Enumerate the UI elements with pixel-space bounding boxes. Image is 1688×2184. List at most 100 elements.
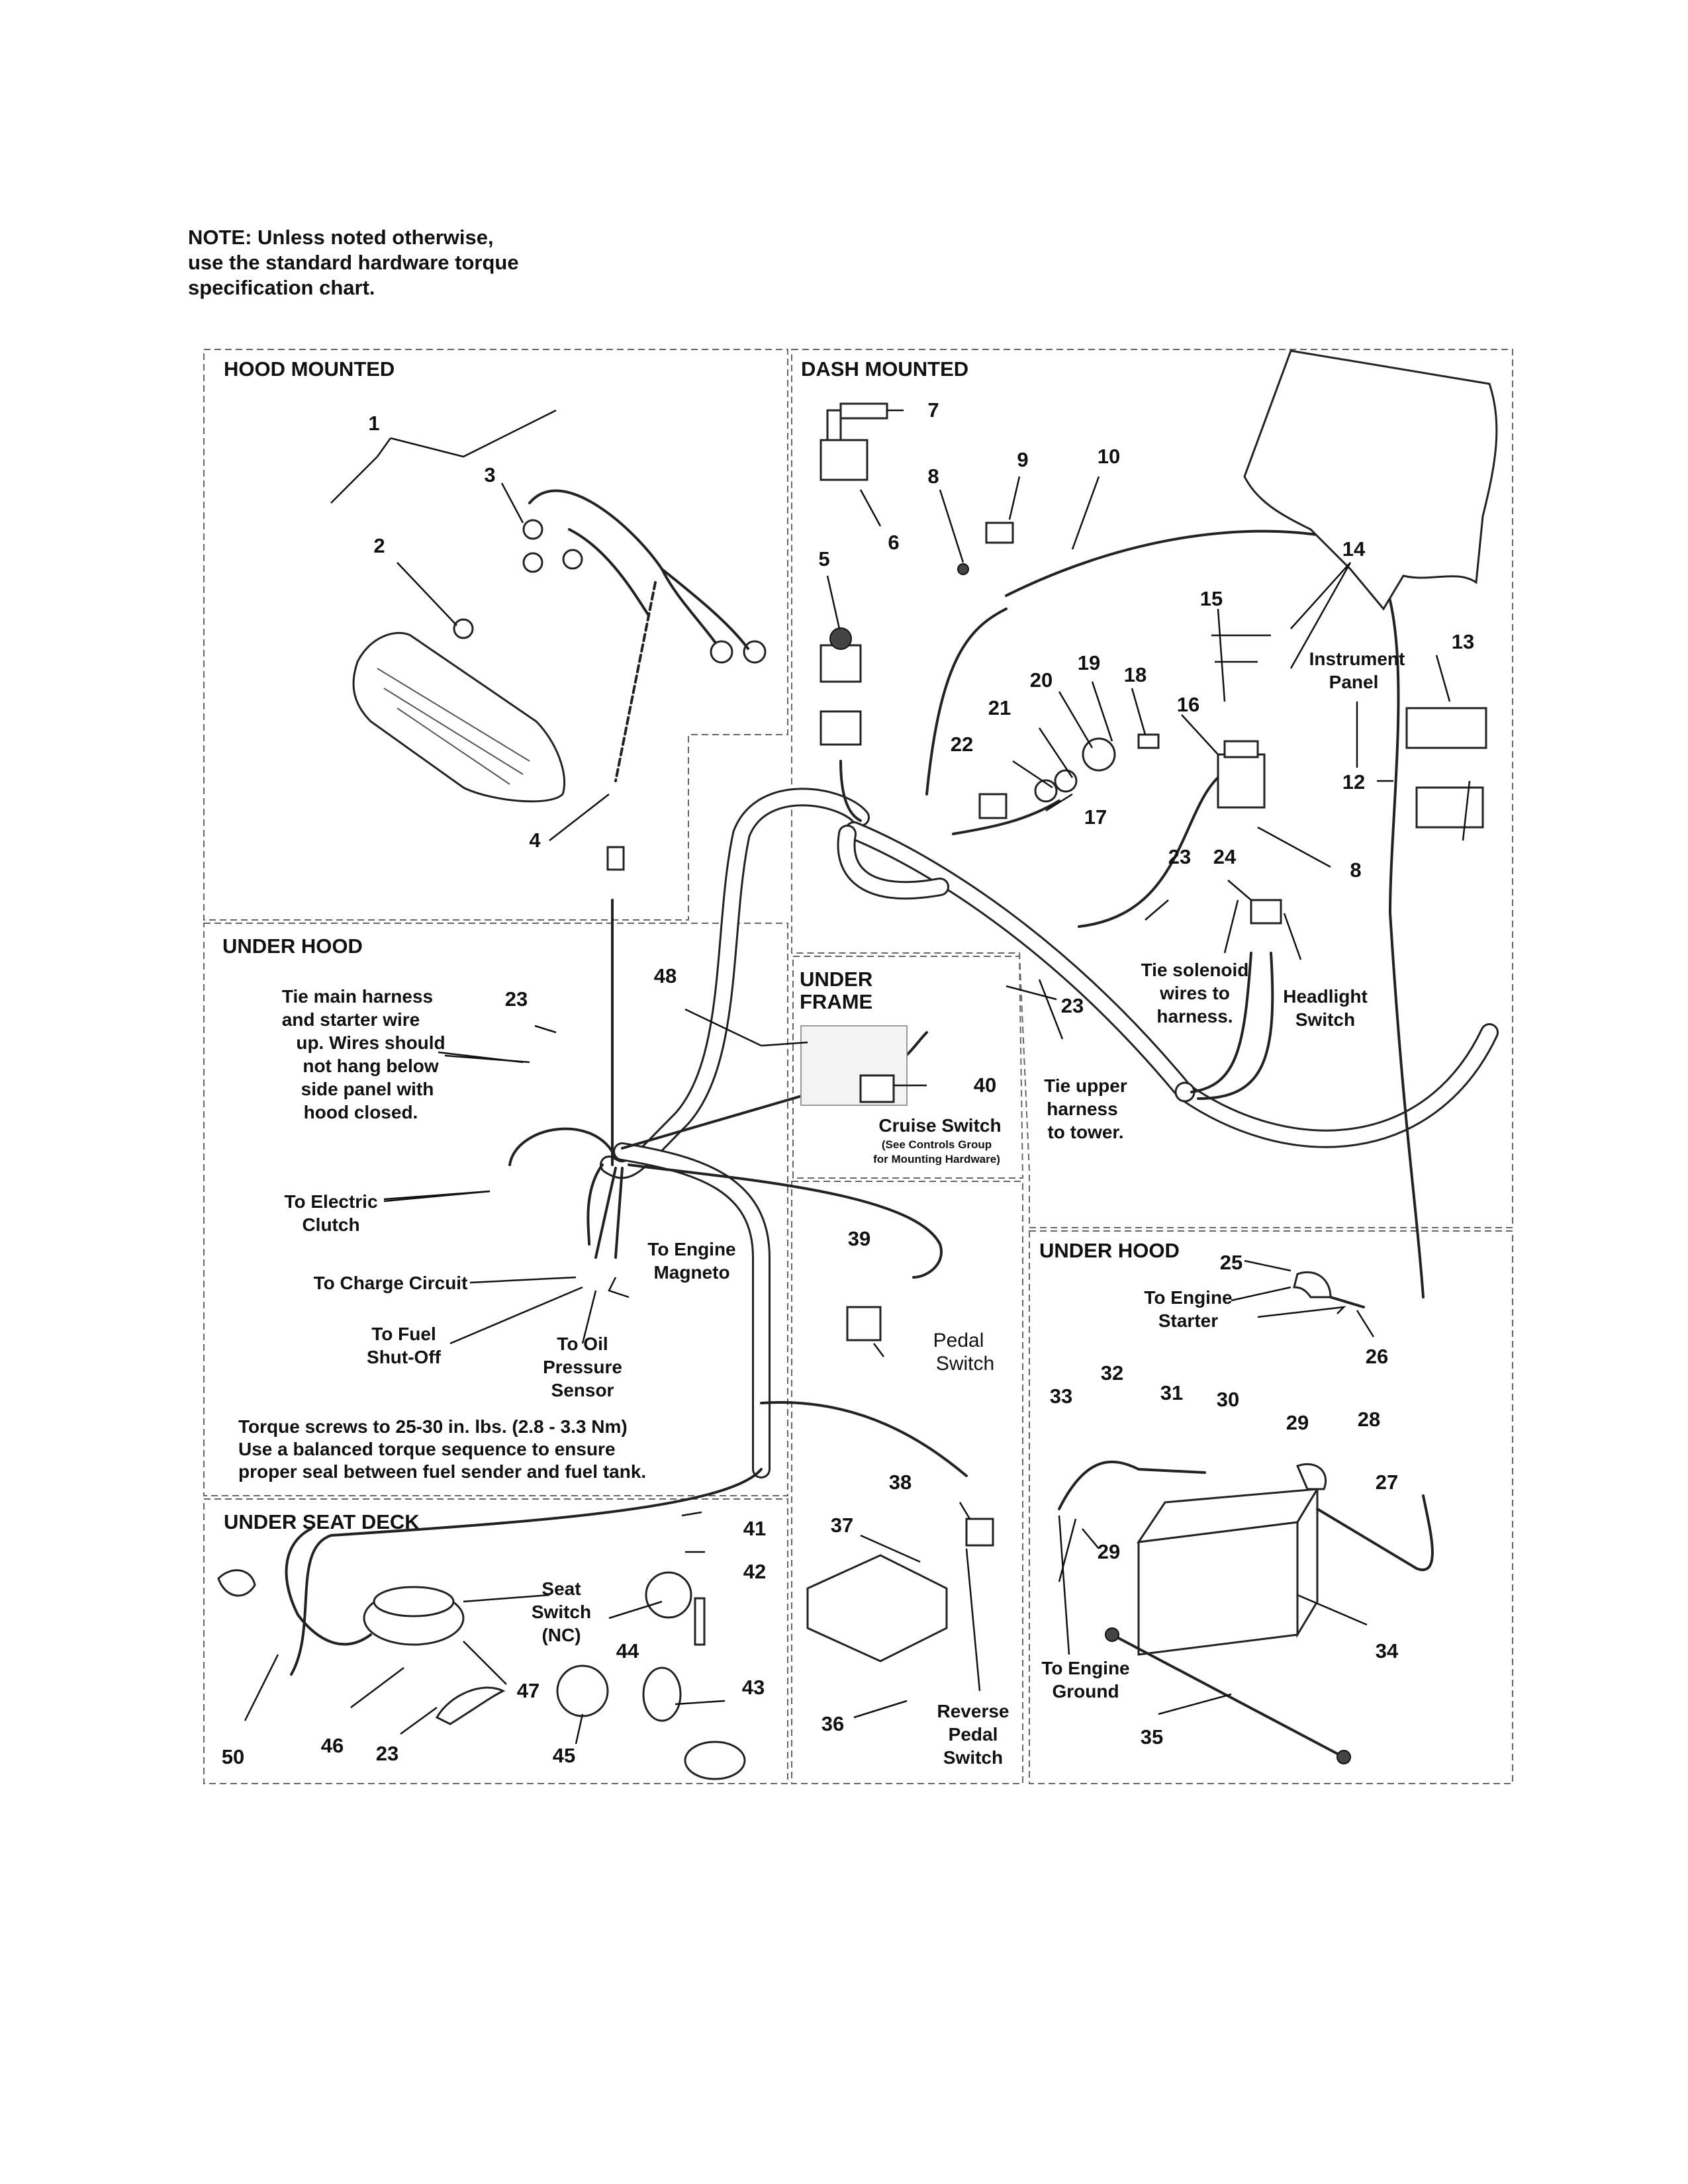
cruise-switch-note: (See Controls Group xyxy=(882,1138,992,1151)
part-number: 25 xyxy=(1220,1251,1243,1274)
tie-upper-harness-label: Tie upper xyxy=(1044,1075,1127,1096)
section-title-under-frame-2: FRAME xyxy=(800,990,872,1013)
pedal-switch xyxy=(846,1306,882,1342)
under-seat-deck-box xyxy=(203,1498,788,1784)
ignition-switch xyxy=(978,733,1160,819)
part-number: 1 xyxy=(368,412,379,435)
part-number: 45 xyxy=(553,1744,575,1767)
part-number: 30 xyxy=(1217,1388,1239,1411)
part-number: 33 xyxy=(1050,1385,1072,1408)
engine-magneto-label: To Engine xyxy=(647,1239,735,1259)
connector-4 xyxy=(606,846,625,871)
under-hood-left-box xyxy=(203,923,788,1496)
cruise-switch-note: for Mounting Hardware) xyxy=(873,1153,1000,1165)
tie-upper-harness-label: to tower. xyxy=(1047,1122,1123,1142)
part-number: 16 xyxy=(1177,693,1199,716)
part-number: 42 xyxy=(743,1560,766,1583)
reverse-switch xyxy=(965,1518,994,1547)
part-number: 21 xyxy=(988,696,1011,719)
tie-solenoid-label: harness. xyxy=(1156,1006,1233,1026)
reverse-bracket xyxy=(806,1554,948,1662)
tie-solenoid-label: wires to xyxy=(1159,983,1230,1003)
terminal-boot-28 xyxy=(1295,1463,1327,1490)
pedal-switch-label: Switch xyxy=(936,1353,994,1375)
tie-main-harness-note: hood closed. xyxy=(304,1102,418,1122)
interlock-module xyxy=(985,522,1014,544)
part-number: 43 xyxy=(742,1676,765,1699)
cap-43 xyxy=(684,1741,746,1780)
hardware-torque-note: NOTE: Unless noted otherwise, use the st… xyxy=(188,225,651,300)
part-number: 44 xyxy=(616,1639,639,1662)
part-number: 23 xyxy=(505,987,528,1011)
reverse-pedal-switch-label: Switch xyxy=(943,1747,1003,1768)
note-line-1: NOTE: Unless noted otherwise, xyxy=(188,226,494,249)
part-number: 4 xyxy=(529,829,541,852)
torque-note: proper seal between fuel sender and fuel… xyxy=(238,1461,646,1482)
part-number: 8 xyxy=(927,465,939,488)
part-number: 37 xyxy=(831,1514,853,1537)
seat-switch-wire xyxy=(285,1527,372,1646)
seat-switch-label: Seat xyxy=(541,1578,581,1599)
tie-main-harness-note: up. Wires should xyxy=(296,1032,445,1053)
part-number: 34 xyxy=(1376,1639,1399,1662)
instrument-panel-label: Panel xyxy=(1329,672,1379,692)
part-number: 32 xyxy=(1101,1361,1123,1385)
charge-circuit-label: To Charge Circuit xyxy=(314,1273,468,1293)
part-number: 26 xyxy=(1366,1345,1388,1368)
note-line-2: use the standard hardware torque xyxy=(188,251,519,274)
part-number: 7 xyxy=(927,398,939,422)
headlight-switch-label: Switch xyxy=(1295,1009,1355,1030)
bulb-sockets xyxy=(522,519,767,664)
part-number: 12 xyxy=(1342,770,1365,794)
part-number: 29 xyxy=(1098,1540,1120,1563)
part-number: 23 xyxy=(1168,845,1191,868)
positive-cable xyxy=(1329,1296,1365,1308)
part-number: 48 xyxy=(654,964,677,987)
headlight-harness xyxy=(528,489,749,650)
part-number: 28 xyxy=(1358,1408,1380,1431)
part-number: 40 xyxy=(974,1073,996,1097)
part-number: 19 xyxy=(1078,651,1100,674)
part-number: 6 xyxy=(888,531,899,554)
fuel-shutoff-label: To Fuel xyxy=(371,1324,436,1344)
part-number: 35 xyxy=(1141,1725,1163,1749)
cruise-switch xyxy=(859,1074,895,1103)
seat-switch xyxy=(363,1586,465,1646)
cruise-switch-label: Cruise Switch xyxy=(878,1115,1001,1136)
part-number: 18 xyxy=(1124,663,1147,686)
headlight-switch xyxy=(1250,899,1282,925)
dash-mounted-box xyxy=(791,349,1513,1228)
section-title-dash-mounted: DASH MOUNTED xyxy=(801,357,968,381)
part-number: 13 xyxy=(1452,630,1474,653)
section-title-under-frame-1: UNDER xyxy=(800,968,872,991)
part-number: 38 xyxy=(889,1471,912,1494)
screw-8-top xyxy=(957,563,969,575)
part-number: 50 xyxy=(222,1745,244,1768)
part-number: 15 xyxy=(1200,587,1223,610)
section-title-under-hood-right: UNDER HOOD xyxy=(1039,1239,1180,1262)
part-number: 31 xyxy=(1160,1381,1183,1404)
part-number: 10 xyxy=(1098,445,1120,468)
engine-starter-label: To Engine xyxy=(1144,1287,1232,1308)
cruise-pushbutton xyxy=(820,627,862,746)
part-number: 47 xyxy=(517,1679,539,1702)
headlight-bulb xyxy=(453,618,474,639)
part-number: 22 xyxy=(951,733,973,756)
section-title-under-hood-left: UNDER HOOD xyxy=(222,934,363,958)
section-title-under-seat-deck: UNDER SEAT DECK xyxy=(224,1510,420,1533)
hood-mounted-box xyxy=(203,349,788,921)
part-number: 29 xyxy=(1286,1411,1309,1434)
tie-main-harness-note: not hang below xyxy=(303,1056,439,1076)
fuel-filter xyxy=(642,1666,682,1722)
tie-solenoid-label: Tie solenoid xyxy=(1141,960,1249,980)
instrument-panel-label: Instrument xyxy=(1309,649,1405,669)
part-number: 39 xyxy=(848,1227,870,1250)
part-number: 14 xyxy=(1342,537,1366,561)
engine-starter-label: Starter xyxy=(1158,1310,1218,1331)
main-wire-harness xyxy=(600,788,1499,1479)
part-number: 20 xyxy=(1030,668,1053,692)
tie-main-harness-note: Tie main harness xyxy=(282,986,433,1007)
pto-switch xyxy=(820,402,888,481)
part-number: 24 xyxy=(1213,845,1237,868)
